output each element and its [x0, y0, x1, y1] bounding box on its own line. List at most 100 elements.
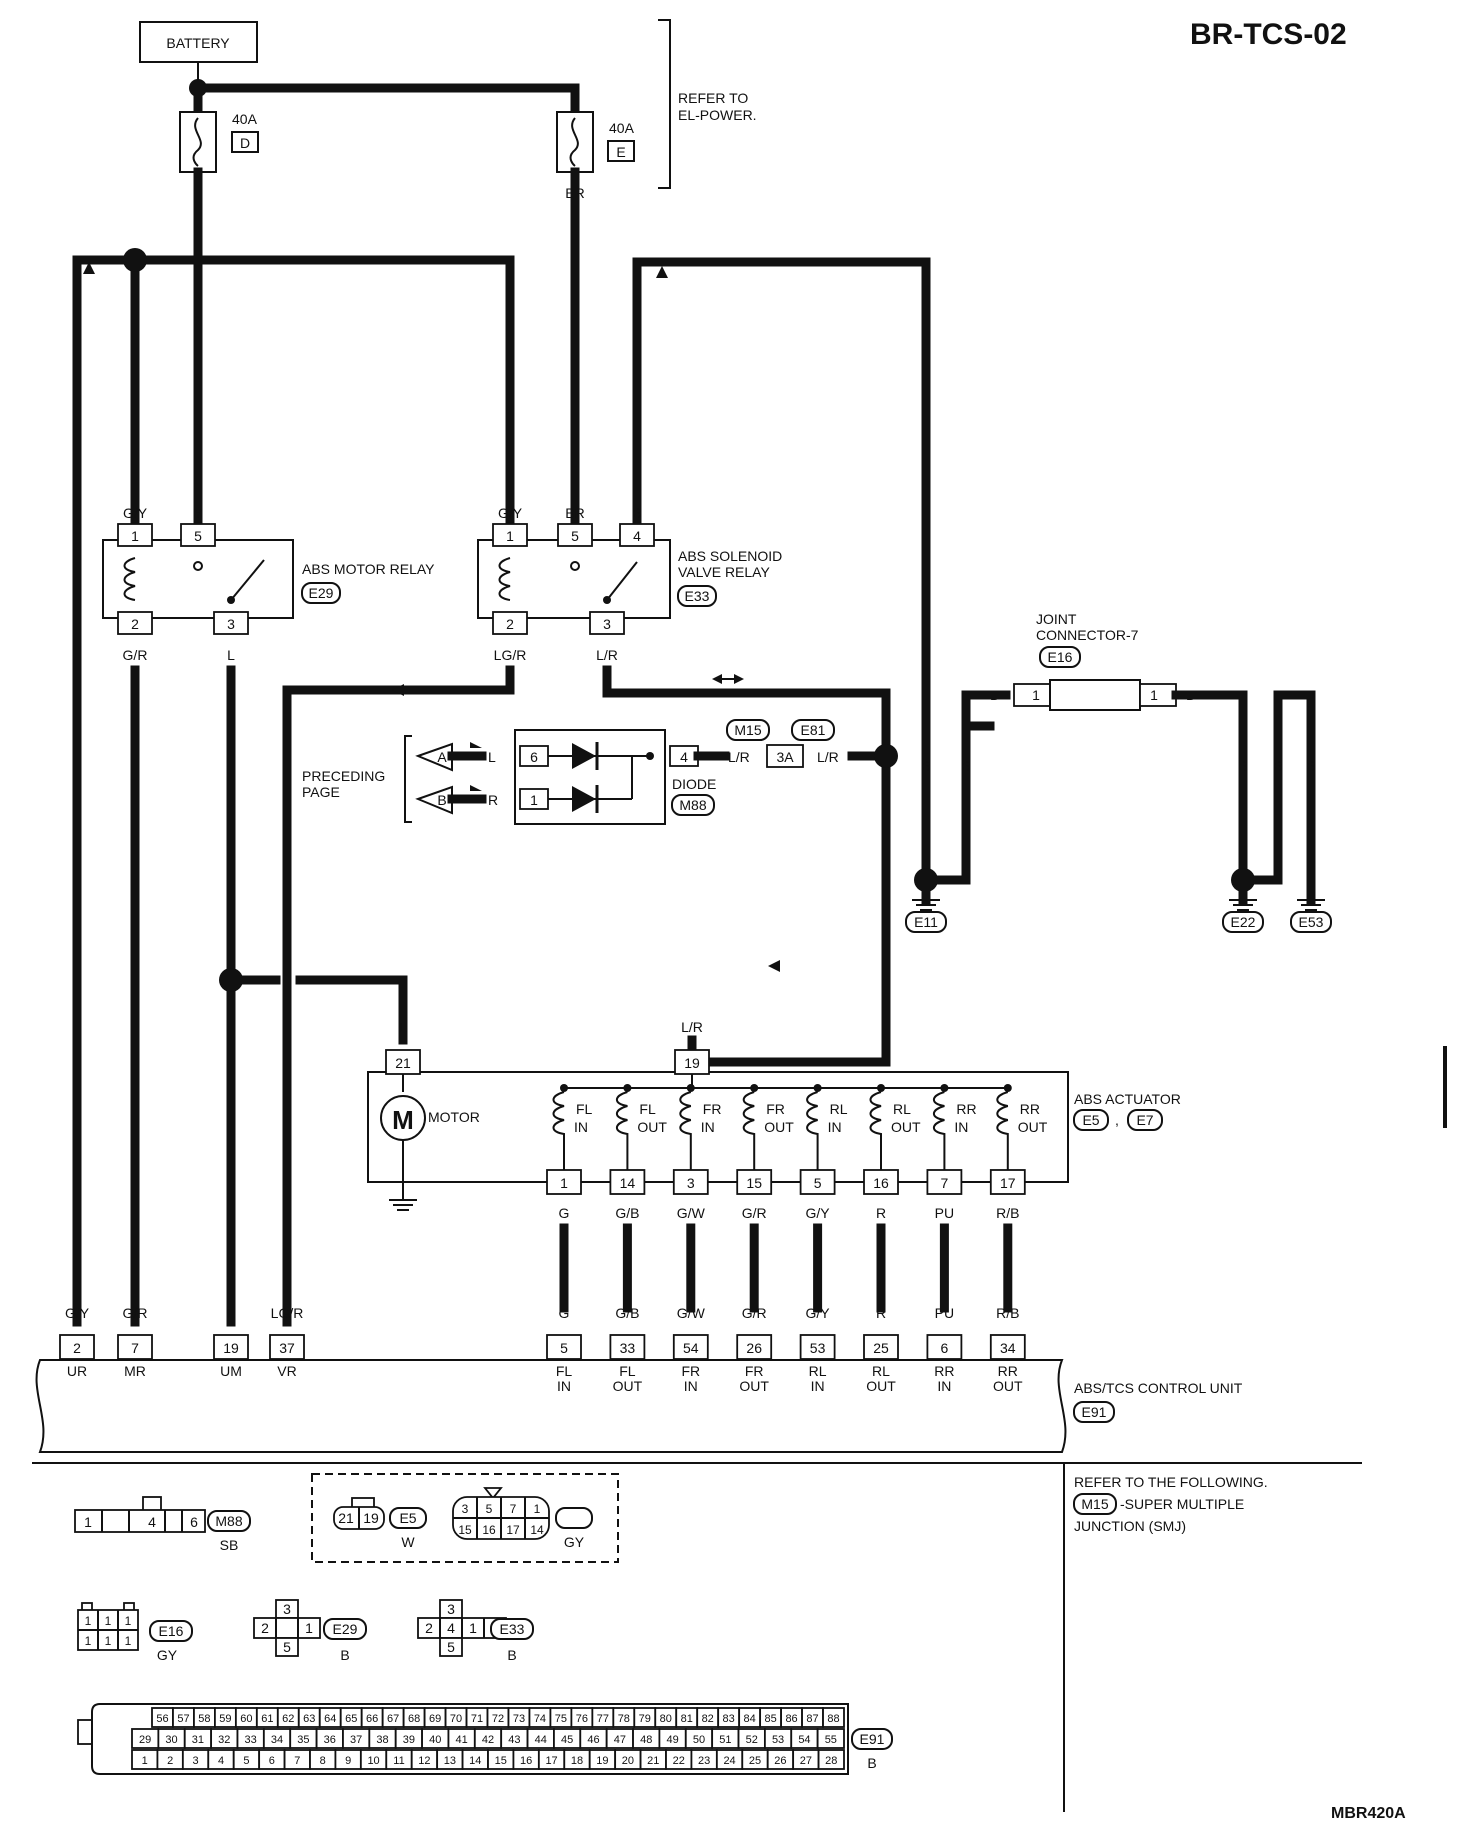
svg-text:1: 1: [506, 528, 514, 544]
e91-cell-number: 36: [324, 1734, 336, 1746]
svg-text:21: 21: [338, 1510, 354, 1526]
svg-text:B: B: [921, 758, 930, 774]
e91-cell-number: 25: [749, 1755, 761, 1767]
solenoid-label-2: IN: [828, 1119, 842, 1135]
cu-valve-pin: [736, 1334, 773, 1360]
cu-valve-pin-number: 25: [873, 1340, 889, 1356]
solenoid-coil: [996, 1091, 1009, 1170]
cu-valve-label-1: FL: [556, 1363, 573, 1379]
solenoid-label-1: FR: [766, 1101, 785, 1117]
abs-solenoid-valve-relay: [477, 539, 671, 619]
svg-text:3: 3: [227, 616, 235, 632]
actuator-pin-number: 3: [687, 1175, 695, 1191]
e91-cell-number: 21: [647, 1755, 659, 1767]
e91-cell: [816, 1728, 845, 1749]
e91-cell-number: 68: [408, 1713, 420, 1725]
cu-valve-pin: [863, 1334, 899, 1360]
cu-valve-label-2: IN: [811, 1378, 825, 1394]
e91-cell-number: 72: [492, 1713, 504, 1725]
e91-cell-number: 87: [806, 1713, 818, 1725]
e7-cell: 3: [462, 1502, 469, 1516]
cu-valve-label-2: IN: [937, 1378, 951, 1394]
solenoid-label-1: RL: [830, 1101, 848, 1117]
cu-valve-wire-color: PU: [935, 1305, 954, 1321]
actuator-wire-color: R: [876, 1205, 886, 1221]
cu-pin-number: 7: [131, 1340, 139, 1356]
e16-cell: 1: [105, 1634, 112, 1648]
fuse-d-rating: 40A: [232, 111, 258, 127]
cu-valve-label-2: OUT: [613, 1378, 643, 1394]
solenoid-label-2: OUT: [637, 1119, 667, 1135]
e91-cell-number: 1: [142, 1755, 148, 1767]
svg-text:E91: E91: [1082, 1404, 1107, 1420]
m15-badge: [726, 719, 770, 741]
e7-cell: 15: [458, 1523, 472, 1537]
cu-terminal-label: MR: [124, 1363, 146, 1379]
e91-cell: [817, 1749, 845, 1770]
solenoid-label-1: FL: [576, 1101, 593, 1117]
connector-b-symbol: [415, 785, 453, 815]
actuator-pin-number: 17: [1000, 1175, 1016, 1191]
connector-view-e29: 3 2 1 5 E29 B: [253, 1599, 367, 1663]
solenoid-label-1: FR: [703, 1101, 722, 1117]
e91-cell-number: 79: [639, 1713, 651, 1725]
e91-cell-number: 81: [681, 1713, 693, 1725]
cu-valve-label-2: OUT: [739, 1378, 769, 1394]
solenoid-group: FLIN1GFLOUT14G/BFRIN3G/WFROUT15G/RRLIN5G…: [546, 1084, 1048, 1221]
actuator-pin-number: 15: [746, 1175, 762, 1191]
svg-text:19: 19: [363, 1510, 379, 1526]
cu-valve-pin: [609, 1334, 646, 1360]
svg-text:E16: E16: [1048, 649, 1073, 665]
svg-text:B: B: [961, 758, 970, 774]
e91-cell-number: 10: [367, 1755, 379, 1767]
svg-text:W: W: [401, 1534, 415, 1550]
abs-motor-relay: [102, 539, 294, 619]
svg-text:GY: GY: [564, 1534, 585, 1550]
actuator-wire-color: G/W: [677, 1205, 706, 1221]
svg-text:E29: E29: [309, 585, 334, 601]
solenoid-coil: [806, 1091, 819, 1170]
e91-cell-number: 12: [418, 1755, 430, 1767]
e91-cell-number: 61: [261, 1713, 273, 1725]
smj-out-wire: L/R: [817, 749, 839, 765]
cu-valve-pin-number: 53: [810, 1340, 826, 1356]
e91-cell-number: 70: [450, 1713, 462, 1725]
e91-cell-number: 42: [482, 1734, 494, 1746]
e7-cell: 1: [534, 1502, 541, 1516]
actuator-pin: [799, 1169, 836, 1195]
solenoid-label-2: OUT: [1018, 1119, 1048, 1135]
actuator-pin: [926, 1169, 963, 1195]
cu-valve-label-2: OUT: [866, 1378, 896, 1394]
sr-wire-4: B: [632, 505, 641, 521]
m88-badge: [671, 794, 715, 816]
motor-relay-title: ABS MOTOR RELAY: [302, 561, 435, 577]
motor-label: MOTOR: [428, 1109, 480, 1125]
actuator-pin-number: 14: [620, 1175, 636, 1191]
fuse-e: [556, 111, 594, 173]
svg-text:3: 3: [603, 616, 611, 632]
e91-cell-number: 62: [282, 1713, 294, 1725]
e16-cell: 1: [85, 1634, 92, 1648]
svg-text:1: 1: [84, 1514, 92, 1530]
e91-cell-number: 20: [622, 1755, 634, 1767]
diode-2-symbol: [572, 786, 596, 812]
e91-cell-number: 56: [156, 1713, 168, 1725]
cu-valve-pin: [926, 1334, 963, 1360]
e7-badge: [1127, 1109, 1163, 1131]
e91-cell-number: 33: [245, 1734, 257, 1746]
actuator-wire-color: G/B: [615, 1205, 639, 1221]
e91-cell-number: 31: [192, 1734, 204, 1746]
e91-cell-number: 16: [520, 1755, 532, 1767]
svg-text:19: 19: [684, 1055, 700, 1071]
e91-cell-number: 7: [294, 1755, 300, 1767]
lr-junction: [874, 744, 898, 768]
joint-connector-body: [1049, 679, 1141, 711]
e91-cell-number: 50: [693, 1734, 705, 1746]
notes-line1: REFER TO THE FOLLOWING.: [1074, 1474, 1268, 1490]
svg-text:4: 4: [680, 749, 688, 765]
e5-badge: [1073, 1109, 1109, 1131]
svg-text:E29: E29: [333, 1621, 358, 1637]
solenoid-coil: [615, 1091, 629, 1170]
svg-text:5: 5: [194, 528, 202, 544]
